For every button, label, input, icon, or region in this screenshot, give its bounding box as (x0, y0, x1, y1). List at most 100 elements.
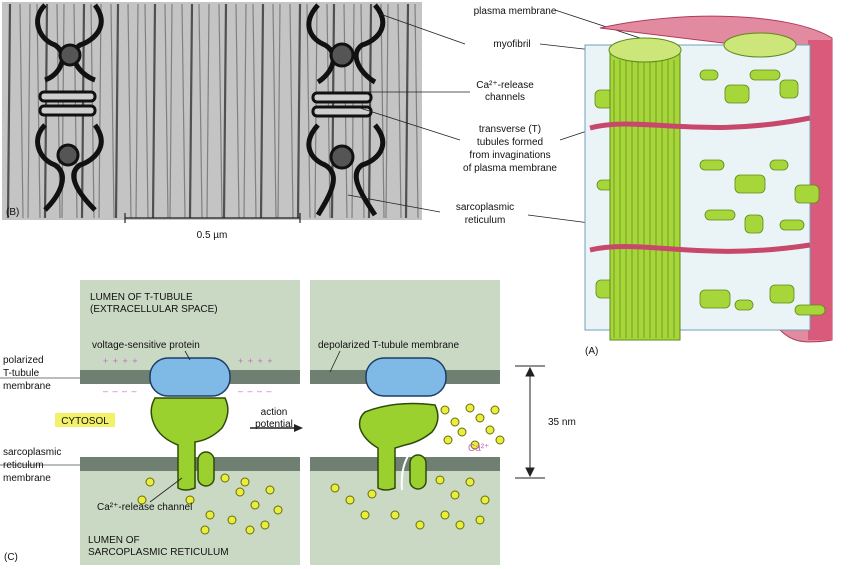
lumen-sr-label-1: LUMEN OF (88, 535, 140, 546)
ca-ion (245, 525, 255, 535)
ca-ion (470, 440, 480, 450)
sr-fenestration (699, 69, 719, 81)
voltage-sensitive-protein-label: voltage-sensitive protein (92, 340, 200, 351)
ca-ion (465, 477, 475, 487)
calcium-ions (137, 403, 505, 535)
ca-ion (367, 489, 377, 499)
striation-line (198, 3, 203, 219)
sr-fenestration (734, 299, 754, 311)
ca-ion (235, 487, 245, 497)
label-plasma-membrane: plasma membrane (474, 6, 557, 17)
muscle-fiber-illustration: (A) (584, 15, 833, 357)
striation-line (169, 3, 173, 219)
micrograph-panel: (B) (2, 2, 422, 220)
striation-line (259, 3, 265, 219)
voltage-sensitive-protein-activated (365, 357, 447, 397)
ca-ion (490, 405, 500, 415)
ca-ion (220, 473, 230, 483)
ca-ion (443, 435, 453, 445)
sr-fenestration (724, 84, 750, 104)
striation-line (289, 3, 294, 219)
sr-fenestrations (594, 69, 826, 316)
ca-ion (475, 515, 485, 525)
ca-efflux-arrow (400, 439, 431, 491)
sr-membrane-label-1: sarcoplasmic (3, 447, 61, 458)
negative-charges-right: – – – – (238, 386, 273, 396)
ca-ion (240, 477, 250, 487)
striation-line (6, 3, 12, 219)
depolarized-membrane-label: depolarized T-tubule membrane (318, 340, 459, 351)
label-sarcoplasmic-reticulum-2: reticulum (465, 215, 506, 226)
ca-ion (480, 495, 490, 505)
striation-line (235, 3, 240, 219)
distance-indicator (515, 365, 545, 479)
action-potential-label-2: potential (255, 419, 293, 430)
polarized-membrane-label-2: T-tubule (3, 368, 40, 379)
positive-charges-left: + + + + (103, 356, 139, 366)
striation-line (404, 3, 410, 219)
action-potential-label-1: action (261, 407, 288, 418)
cytosol-label: CYTOSOL (61, 416, 109, 427)
striation-line (181, 3, 186, 219)
striation-line (222, 3, 228, 219)
myofibril-cylinder (609, 49, 681, 341)
ca-ion (415, 520, 425, 530)
voltage-sensitive-protein-resting (149, 357, 231, 397)
ca-ion (495, 435, 505, 445)
ca-release-channel-label: Ca²⁺-release channel (97, 502, 192, 513)
ca-ion (450, 417, 460, 427)
panel-c-label: (C) (4, 552, 18, 563)
ca-ion (390, 510, 400, 520)
striation-line (272, 3, 277, 219)
lumen-sr-label-2: SARCOPLASMIC RETICULUM (88, 547, 229, 558)
left-triad (35, 3, 104, 212)
striation-line (114, 3, 120, 219)
label-sarcoplasmic-reticulum-1: sarcoplasmic (456, 202, 514, 213)
sr-fenestration (794, 184, 820, 204)
t-tubule-lower (589, 242, 811, 254)
striation-line (296, 3, 302, 219)
label-ca-release-channels-2: channels (485, 92, 525, 103)
striation-line (98, 3, 102, 219)
label-t-tubules-1: transverse (T) (479, 124, 541, 135)
ca-ion (330, 483, 340, 493)
ca-ion (200, 525, 210, 535)
lumen-t-tubule-label-1: LUMEN OF T-TUBULE (90, 292, 193, 303)
striation-line (135, 3, 139, 219)
ca-ion (227, 515, 237, 525)
ca-ion (457, 427, 467, 437)
polarized-membrane-label-3: membrane (3, 381, 51, 392)
ca-ion (455, 520, 465, 530)
sr-membrane-label-2: reticulum (3, 460, 44, 471)
ca-ion (485, 425, 495, 435)
ca-ion-label: Ca²⁺ (468, 443, 489, 454)
myofibril-top-2 (723, 32, 797, 58)
ca-ion (450, 490, 460, 500)
t-tubule-upper (589, 115, 811, 131)
distance-label: 35 nm (548, 417, 576, 428)
striation-line (252, 3, 257, 219)
sr-fenestration (769, 284, 795, 304)
sr-fenestration (734, 174, 766, 194)
myofibril-top (608, 37, 682, 63)
ca-ion (440, 405, 450, 415)
label-t-tubules-2: tubules formed (477, 137, 543, 148)
ca-channel-side-subunit-left (197, 451, 215, 487)
ca-ion (205, 510, 215, 520)
ca-ion (360, 510, 370, 520)
positive-charges-right: + + + + (238, 356, 274, 366)
ca-ion (265, 485, 275, 495)
label-t-tubules-4: of plasma membrane (463, 163, 557, 174)
striation-line (243, 3, 247, 219)
striation-line (218, 3, 223, 219)
striation-line (385, 3, 389, 219)
striation-line (277, 3, 281, 219)
ca-ion (440, 510, 450, 520)
polarized-membrane-label-1: polarized (3, 355, 44, 366)
sr-fenestration (744, 214, 764, 234)
ca-ion (273, 505, 283, 515)
sr-fenestration (769, 159, 789, 171)
sr-fenestration (699, 289, 731, 309)
striation-line (144, 3, 149, 219)
